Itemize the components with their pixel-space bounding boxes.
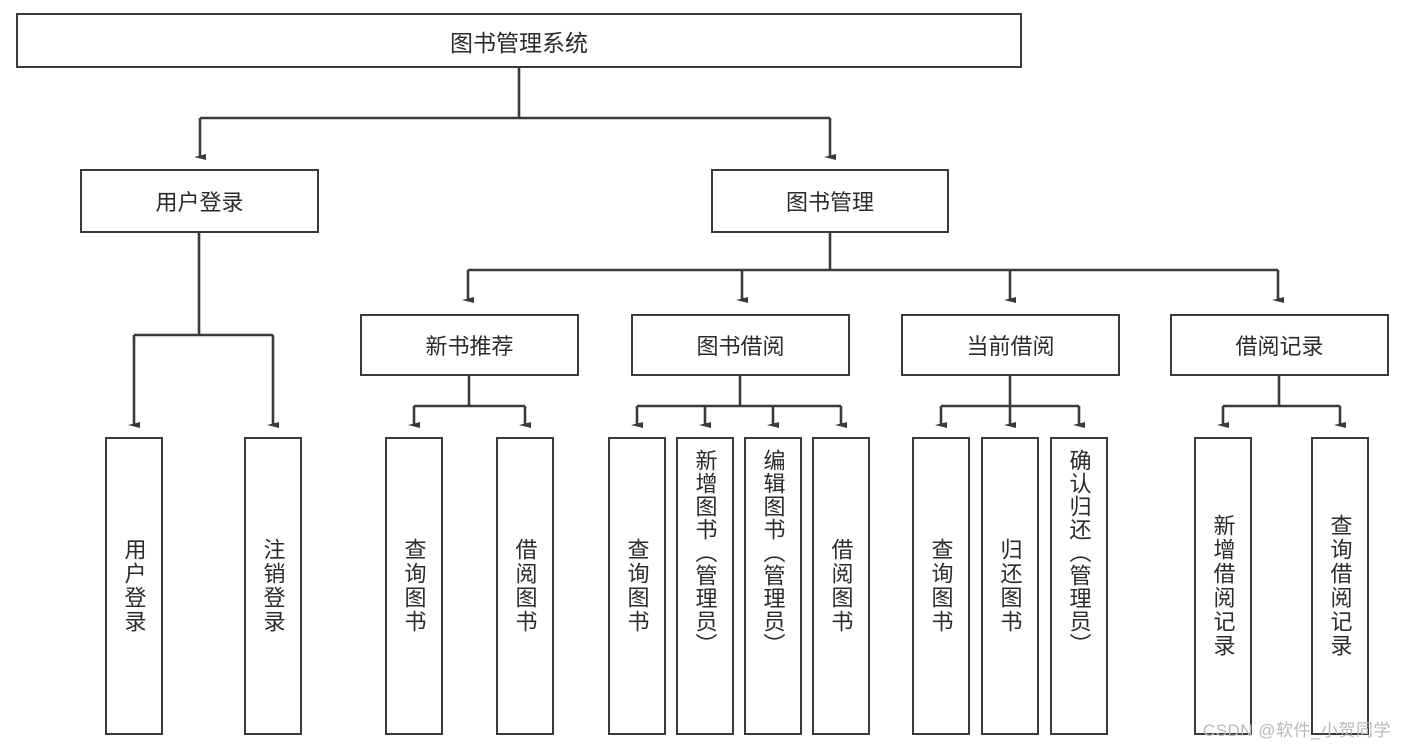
leaf-label: 查询图书: [401, 538, 427, 634]
leaf-book-borrow-add[interactable]: 新增图书（管理员）: [676, 437, 734, 735]
leaf-borrow-record-add[interactable]: 新增借阅记录: [1194, 437, 1252, 735]
node-borrow-record[interactable]: 借阅记录: [1170, 314, 1389, 376]
leaf-label: 编辑图书（管理员）: [760, 449, 786, 656]
leaf-user-login-logout[interactable]: 注销登录: [244, 437, 302, 735]
leaf-label: 新增借阅记录: [1210, 514, 1236, 658]
leaf-book-borrow-borrow[interactable]: 借阅图书: [812, 437, 870, 735]
node-root[interactable]: 图书管理系统: [16, 13, 1022, 68]
node-current-borrow[interactable]: 当前借阅: [901, 314, 1120, 376]
node-new-book-recommend[interactable]: 新书推荐: [360, 314, 579, 376]
node-book-management[interactable]: 图书管理: [711, 169, 949, 233]
leaf-label: 借阅图书: [828, 538, 854, 634]
leaf-label: 查询借阅记录: [1327, 514, 1353, 658]
node-book-management-label: 图书管理: [785, 190, 874, 215]
leaf-user-login-login[interactable]: 用户登录: [105, 437, 163, 735]
node-root-label: 图书管理系统: [450, 29, 588, 56]
node-current-borrow-label: 当前借阅: [966, 334, 1055, 359]
leaf-book-borrow-query[interactable]: 查询图书: [608, 437, 666, 735]
leaf-current-borrow-return[interactable]: 归还图书: [981, 437, 1039, 735]
node-book-borrow[interactable]: 图书借阅: [631, 314, 850, 376]
leaf-label: 确认归还（管理员）: [1066, 449, 1092, 656]
node-borrow-record-label: 借阅记录: [1235, 334, 1324, 359]
leaf-label: 归还图书: [997, 538, 1023, 634]
leaf-new-book-query[interactable]: 查询图书: [385, 437, 443, 735]
leaf-book-borrow-edit[interactable]: 编辑图书（管理员）: [744, 437, 802, 735]
leaf-label: 查询图书: [928, 538, 954, 634]
leaf-label: 用户登录: [121, 538, 147, 634]
node-user-login[interactable]: 用户登录: [80, 169, 319, 233]
node-book-borrow-label: 图书借阅: [696, 334, 785, 359]
node-new-book-recommend-label: 新书推荐: [425, 334, 514, 359]
leaf-current-borrow-query[interactable]: 查询图书: [912, 437, 970, 735]
leaf-label: 新增图书（管理员）: [692, 449, 718, 656]
leaf-new-book-borrow[interactable]: 借阅图书: [496, 437, 554, 735]
leaf-borrow-record-query[interactable]: 查询借阅记录: [1311, 437, 1369, 735]
leaf-current-borrow-confirm-return[interactable]: 确认归还（管理员）: [1050, 437, 1108, 735]
leaf-label: 注销登录: [260, 538, 286, 634]
watermark: CSDN @软件_小贺同学: [1202, 721, 1391, 740]
leaf-label: 借阅图书: [512, 538, 538, 634]
leaf-label: 查询图书: [624, 538, 650, 634]
node-user-login-label: 用户登录: [155, 190, 244, 215]
